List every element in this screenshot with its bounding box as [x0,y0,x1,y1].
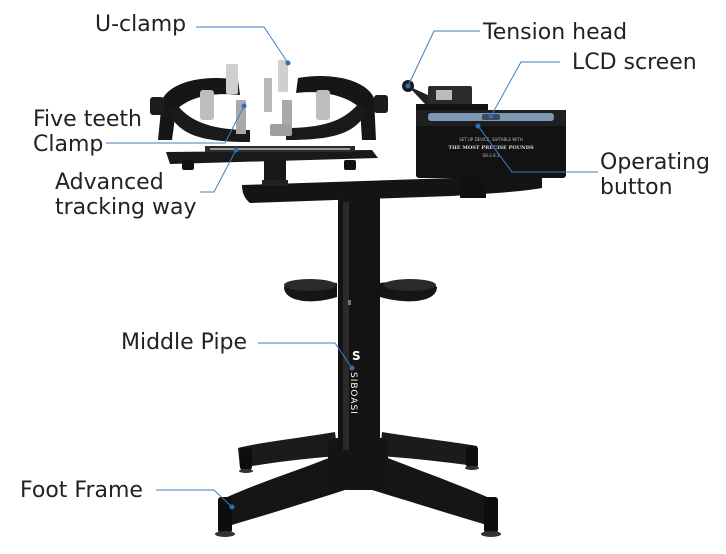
brand-text: SIBOASI [348,372,358,415]
leader-dots [229,60,494,510]
label-operating-button: Operating button [600,150,710,200]
label-five-teeth-clamp: Five teeth Clamp [33,107,142,157]
label-lcd-screen: LCD screen [572,50,697,75]
brand-logo: S [352,349,361,363]
panel-text-3: SB-2.6.1 [483,153,500,158]
label-tension-head: Tension head [483,20,628,45]
label-five-teeth-line-1: Five teeth [33,107,142,132]
leader-operating-button [477,125,598,173]
label-middle-pipe: Middle Pipe [121,330,248,355]
tension-head [402,80,488,110]
panel-text-2: THE MOST PRECISE POUNDS [448,145,534,151]
leader-u-clamp [196,26,289,64]
leader-foot-frame [156,489,233,508]
label-u-clamp: U-clamp [95,12,187,37]
label-advanced-line-2: tracking way [55,195,197,220]
leader-lines [106,26,598,508]
label-foot-frame: Foot Frame [20,478,143,503]
leader-advanced-tracking-way [200,149,237,193]
leader-tension-head [407,30,480,87]
panel-text-1: SET UP DEVICE, SUITABLE WITH [459,137,523,142]
leader-middle-pipe [258,342,353,369]
label-operating-line-2: button [600,175,673,200]
label-advanced-tracking-way: Advanced tracking way [55,170,197,220]
leader-five-teeth-clamp [106,105,245,144]
label-advanced-line-1: Advanced [55,170,164,195]
five-teeth-clamp [200,90,330,134]
tool-tray [284,279,437,302]
brand-mark: S SIBOASI [348,349,361,415]
stringing-machine: SET UP DEVICE, SUITABLE WITH THE MOST PR… [150,60,566,537]
label-operating-line-1: Operating [600,150,710,175]
middle-pipe [338,195,380,450]
tracking-way [166,146,378,170]
mounting-arms [150,76,388,142]
leader-lcd-screen [490,61,560,117]
foot-frame [215,432,501,537]
label-five-teeth-line-2: Clamp [33,132,104,157]
u-clamp [226,60,292,136]
